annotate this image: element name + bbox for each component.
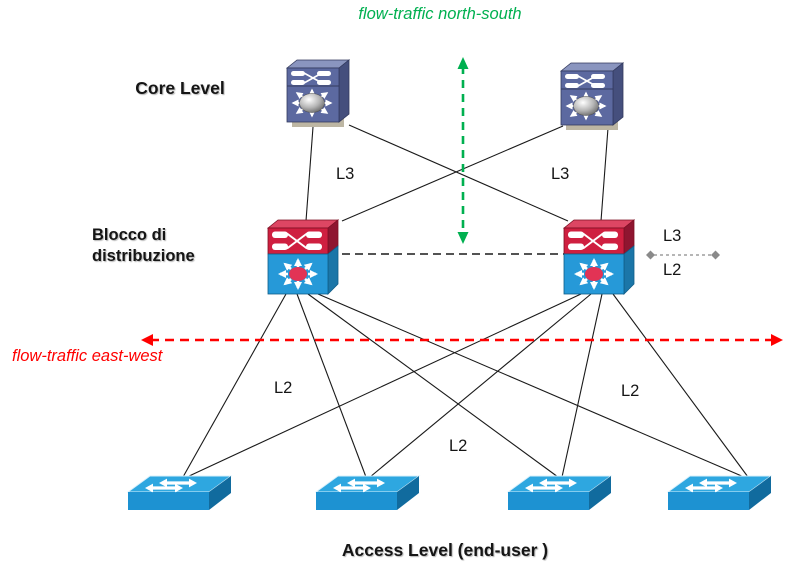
north-south-flow-arrow bbox=[457, 57, 469, 244]
l3-l2-boundary-marker bbox=[646, 250, 720, 260]
distribution-block-line1: Blocco di bbox=[92, 226, 167, 244]
l3-link-label-left: L3 bbox=[336, 165, 355, 183]
distribution-switch-1-icon bbox=[266, 219, 342, 296]
distribution-block-label: Blocco di distribuzione bbox=[92, 225, 195, 267]
l2-link-label-right: L2 bbox=[621, 382, 640, 400]
core-distribution-links bbox=[305, 124, 609, 222]
east-west-flow-arrow bbox=[141, 334, 783, 346]
distribution-access-links bbox=[182, 293, 749, 478]
access-switch-3-icon bbox=[506, 475, 613, 512]
distribution-block-line2: distribuzione bbox=[92, 247, 195, 265]
core-switch-2-icon bbox=[558, 60, 625, 134]
flow-east-west-label: flow-traffic east-west bbox=[12, 347, 163, 365]
core-switch-1-icon bbox=[284, 57, 351, 131]
boundary-l2-label: L2 bbox=[663, 261, 682, 279]
core-level-label: Core Level bbox=[135, 78, 225, 98]
l3-link-label-right: L3 bbox=[551, 165, 570, 183]
boundary-l3-label: L3 bbox=[663, 227, 682, 245]
distribution-switch-2-icon bbox=[562, 219, 638, 296]
access-switch-2-icon bbox=[314, 475, 421, 512]
flow-north-south-label: flow-traffic north-south bbox=[358, 5, 522, 23]
l2-link-label-center: L2 bbox=[449, 437, 468, 455]
access-switch-4-icon bbox=[666, 475, 773, 512]
access-switch-1-icon bbox=[126, 475, 233, 512]
l2-link-label-left: L2 bbox=[274, 379, 293, 397]
access-level-label: Access Level (end-user ) bbox=[341, 540, 549, 560]
